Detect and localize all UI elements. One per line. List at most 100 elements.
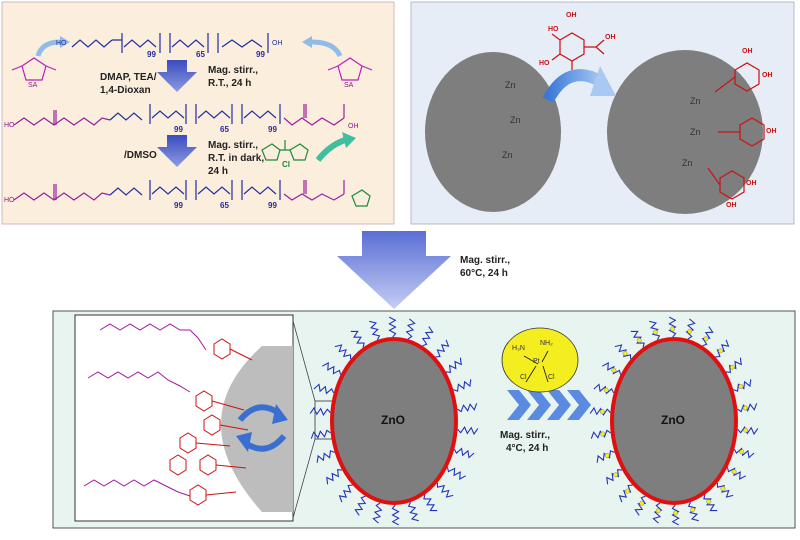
polymer-row-1 (71, 33, 269, 53)
polymer-chain (715, 339, 730, 358)
polymer-chain (446, 467, 467, 480)
gallic-oh-6: OH (762, 72, 773, 79)
reagents-2: /DMSO (124, 150, 157, 161)
polymer-chain (457, 403, 478, 413)
polymer-chain (436, 482, 454, 498)
cdi-arrow (315, 137, 347, 162)
gallic-oh-4: OH (605, 34, 616, 41)
polymer-chain (733, 447, 755, 459)
cisplatin-nh3-a: H₃N (512, 345, 525, 352)
cisplatin-dot (706, 499, 712, 504)
linker-row-2 (13, 104, 345, 126)
zno-label-left: ZnO (381, 413, 405, 427)
succinic-anhydride-right (327, 57, 373, 81)
cisplatin-pt: Pt (533, 358, 540, 365)
subscript-n1-row1: 99 (147, 50, 156, 59)
cisplatin-dot (731, 469, 737, 475)
linker-row-3 (13, 180, 345, 201)
zno-label-right: ZnO (661, 413, 685, 427)
polymer-chain (421, 326, 434, 347)
cisplatin-dot (636, 337, 642, 343)
cisplatin-dot (611, 367, 617, 373)
polymer-chain (601, 362, 622, 375)
polymer-row-3 (109, 180, 281, 200)
gallic-acid (551, 32, 605, 70)
cisplatin-dot (613, 472, 618, 478)
polymer-chain (596, 450, 615, 463)
subscript-n3-row2: 99 (268, 125, 277, 134)
cisplatin-dot (739, 449, 745, 455)
conditions-1b: R.T., 24 h (208, 78, 252, 89)
cisplatin-dot (690, 507, 696, 513)
cisplatin-dot (718, 348, 723, 354)
polymer-chain (313, 383, 335, 395)
cisplatin-dot (720, 486, 726, 491)
polymer-chain (453, 447, 475, 459)
gallic-oh-1: HO (548, 26, 559, 33)
cisplatin-dot (652, 329, 658, 335)
gallic-oh-2: OH (566, 12, 577, 19)
conditions-2a: Mag. stirr., (208, 140, 259, 151)
main-down-arrow (337, 231, 451, 309)
cisplatin-cl-b: Cl (548, 374, 555, 381)
gallic-oh-8: OH (746, 180, 757, 187)
imidazole-ring (351, 189, 371, 207)
subscript-n2-row1: 65 (196, 50, 205, 59)
polymer-chain (423, 494, 438, 512)
polymer-row-2 (109, 104, 281, 124)
cisplatin-dot (655, 508, 661, 514)
sa-label-right: SA (344, 82, 354, 89)
zn-label-5: Zn (690, 127, 701, 137)
gallic-oh-3: HO (539, 60, 550, 67)
polymer-chain (338, 484, 353, 503)
cisplatin-dot (730, 364, 735, 370)
polymer-chain (445, 357, 462, 373)
cisplatin-dots (600, 326, 748, 516)
cdi-cl-label: Cl (282, 160, 290, 169)
cisplatin-dot (703, 336, 709, 342)
zn-label-1: Zn (505, 80, 516, 90)
subscript-n1-row3: 99 (174, 201, 183, 210)
sa-left-arrow (35, 39, 61, 57)
polymer-chain (589, 406, 611, 417)
subscript-n3-row1: 99 (256, 50, 265, 59)
cisplatin-cl-a: Cl (520, 374, 527, 381)
zn-label-6: Zn (682, 158, 693, 168)
inset-gallic-network (169, 338, 253, 506)
oh-label-row2: OH (348, 123, 359, 130)
polymer-chain (334, 344, 352, 360)
polymer-chain (701, 326, 714, 347)
zno-particle-gallic (607, 50, 763, 214)
polymer-corona-left (309, 316, 479, 526)
gallic-oh-5: OH (742, 48, 753, 55)
polymer-chain (630, 330, 645, 348)
polymer-chain (321, 362, 342, 375)
gallic-oh-9: OH (726, 202, 737, 209)
cisplatin-dot (743, 427, 748, 433)
polymer-corona-right (589, 316, 759, 526)
polymer-chain (716, 482, 734, 498)
polymer-chain (590, 429, 611, 439)
gallic-oh-7: OH (766, 128, 777, 135)
polymer-chain (649, 320, 661, 341)
cisplatin-dot (687, 328, 693, 334)
subscript-n3-row3: 99 (268, 201, 277, 210)
solvent-1: 1,4-Dioxan (100, 85, 151, 96)
cisplatin-nh3-b: NH₂ (540, 340, 553, 347)
cisplatin-dot (670, 326, 675, 332)
polymer-chain (405, 318, 416, 340)
polymer-chain (326, 469, 343, 485)
conditions-1a: Mag. stirr., (208, 65, 259, 76)
down-arrow-1 (157, 60, 197, 92)
polymer-chain (407, 501, 419, 522)
cisplatin-dot (604, 452, 610, 458)
ho-label-row3: HO (4, 197, 15, 204)
polymer-chain (671, 504, 680, 526)
polymer-chain (350, 330, 365, 348)
polymer-chain (726, 467, 747, 480)
sa-label-left: SA (28, 82, 38, 89)
polymer-chain (614, 344, 632, 360)
synthesis-panel (1, 1, 395, 225)
cisplatin-dot (600, 409, 605, 415)
